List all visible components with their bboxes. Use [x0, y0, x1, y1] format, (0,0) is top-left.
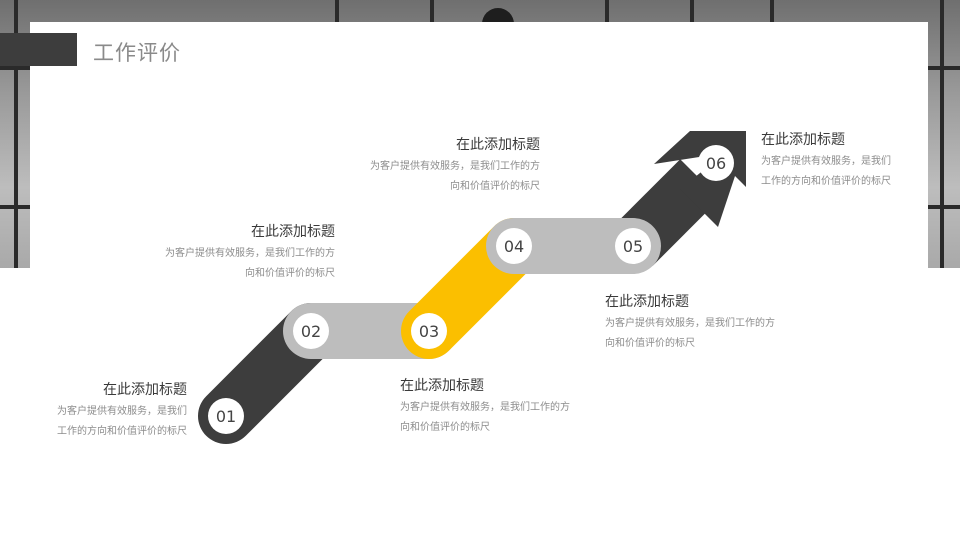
step-06-desc: 为客户提供有效服务，是我们工作的方向和价值评价的标尺: [761, 156, 891, 187]
step-06-text: 在此添加标题 为客户提供有效服务，是我们工作的方向和价值评价的标尺: [761, 130, 896, 192]
step-05-number: 05: [623, 237, 643, 256]
step-04-number: 04: [504, 237, 524, 256]
step-06-number: 06: [706, 154, 726, 173]
window-frame: [690, 0, 694, 22]
step-04-text: 在此添加标题 为客户提供有效服务，是我们工作的方向和价值评价的标尺: [370, 135, 540, 197]
step-03-text: 在此添加标题 为客户提供有效服务，是我们工作的方向和价值评价的标尺: [400, 376, 570, 438]
step-04-node: [496, 228, 532, 264]
window-frame: [430, 0, 434, 22]
step-06-node: [698, 145, 734, 181]
window-frame: [14, 0, 18, 268]
page-title: 工作评价: [93, 41, 181, 65]
step-02-desc: 为客户提供有效服务，是我们工作的方向和价值评价的标尺: [165, 248, 335, 279]
step-02-node: [293, 313, 329, 349]
step-02-number: 02: [301, 322, 321, 341]
window-frame: [605, 0, 609, 22]
step-05-desc: 为客户提供有效服务，是我们工作的方向和价值评价的标尺: [605, 318, 775, 349]
step-01-node: [208, 398, 244, 434]
step-05-node: [615, 228, 651, 264]
step-06-heading: 在此添加标题: [761, 132, 845, 148]
window-frame: [940, 0, 944, 268]
step-02-heading: 在此添加标题: [251, 224, 335, 240]
step-03-desc: 为客户提供有效服务，是我们工作的方向和价值评价的标尺: [400, 402, 570, 433]
step-03-node: [411, 313, 447, 349]
step-01-text: 在此添加标题 为客户提供有效服务，是我们工作的方向和价值评价的标尺: [52, 380, 187, 442]
step-05-heading: 在此添加标题: [605, 294, 689, 310]
window-frame: [770, 0, 774, 22]
step-03-number: 03: [419, 322, 439, 341]
step-04-desc: 为客户提供有效服务，是我们工作的方向和价值评价的标尺: [370, 161, 540, 192]
window-frame: [335, 0, 339, 22]
step-02-text: 在此添加标题 为客户提供有效服务，是我们工作的方向和价值评价的标尺: [165, 222, 335, 284]
step-03-heading: 在此添加标题: [400, 378, 484, 394]
step-04-heading: 在此添加标题: [456, 137, 540, 153]
step-05-text: 在此添加标题 为客户提供有效服务，是我们工作的方向和价值评价的标尺: [605, 292, 775, 354]
title-accent-bar: [0, 33, 77, 66]
step-01-heading: 在此添加标题: [103, 382, 187, 398]
step-01-desc: 为客户提供有效服务，是我们工作的方向和价值评价的标尺: [57, 406, 187, 437]
step-01-number: 01: [216, 407, 236, 426]
